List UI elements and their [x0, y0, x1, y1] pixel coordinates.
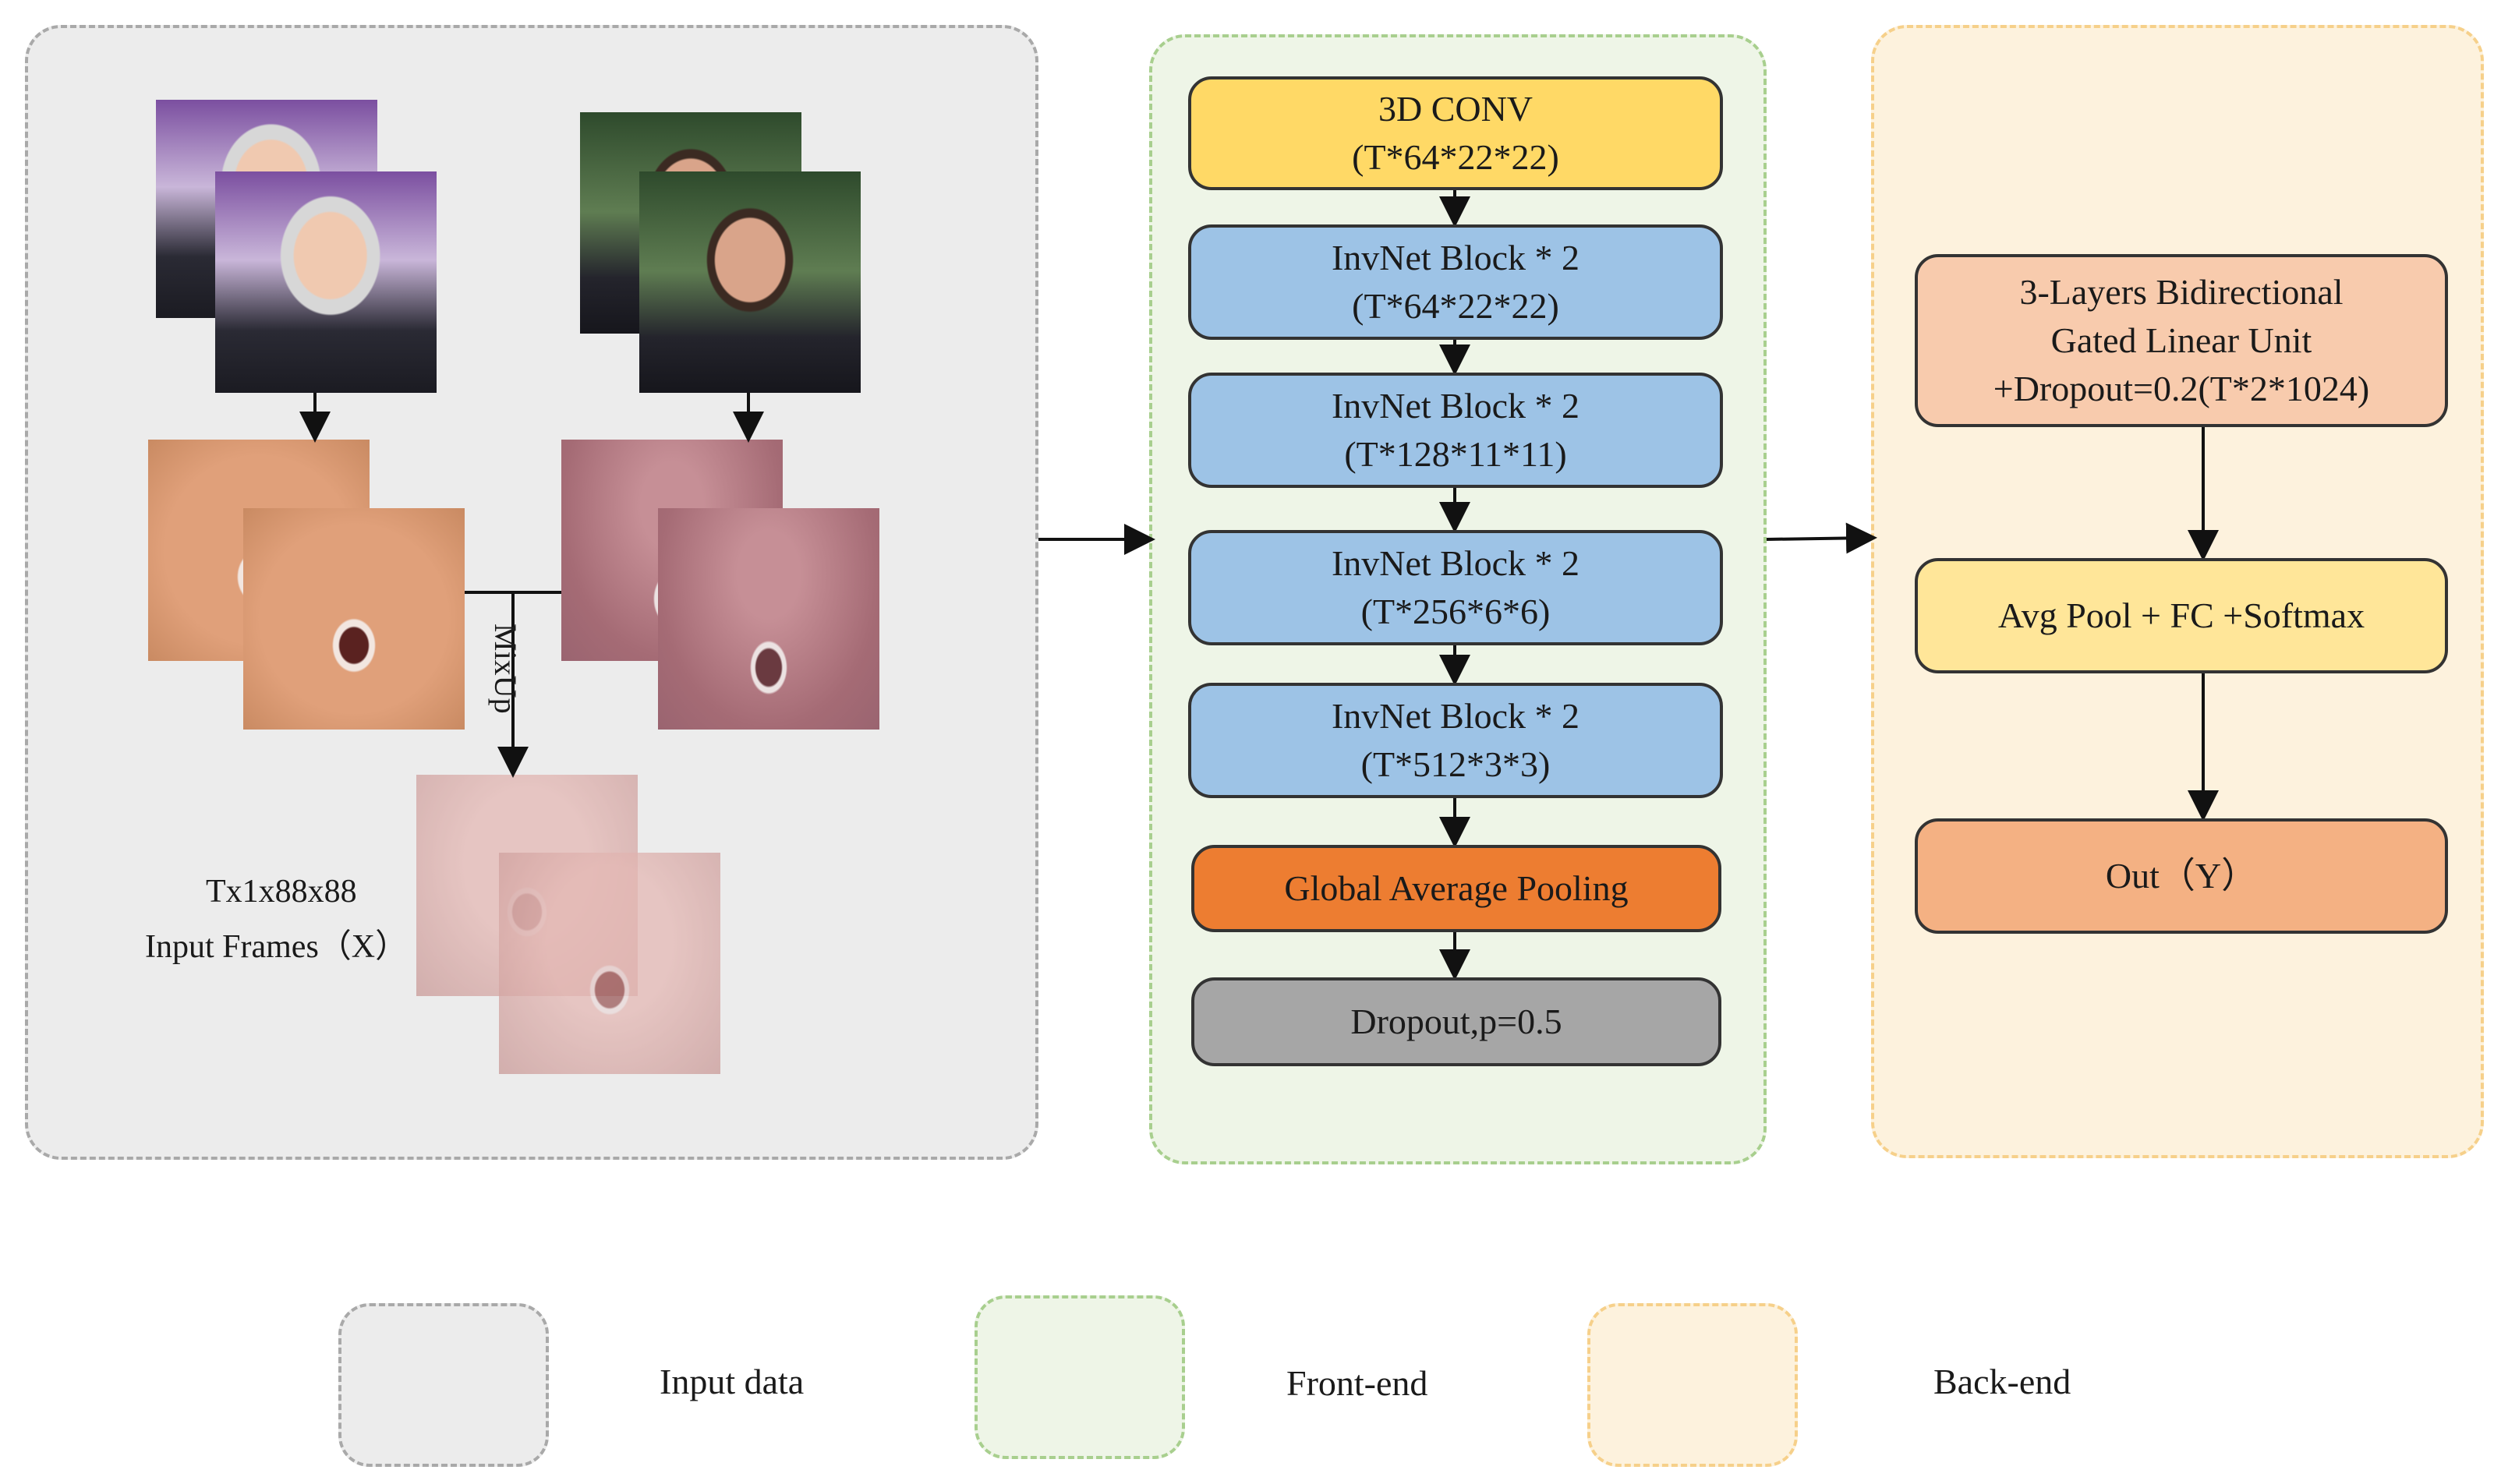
- input-frames-label: Input Frames（X）: [145, 929, 409, 965]
- speaker-b-frame-front: [639, 171, 861, 393]
- legend-label-back-end: Back-end: [1933, 1362, 2071, 1401]
- conv3d-title: 3D CONV: [1378, 89, 1533, 129]
- legend-label-front-end: Front-end: [1286, 1363, 1428, 1403]
- mouth-crop-a-front: [243, 508, 465, 730]
- legend-swatch-back-end: [1587, 1303, 1798, 1467]
- invnet-block-3-shape: (T*256*6*6): [1360, 592, 1551, 631]
- speaker-a-frame-front: [215, 171, 437, 393]
- bigru-glu-line1: 3-Layers Bidirectional: [2019, 272, 2344, 312]
- invnet-block-3-title: InvNet Block * 2: [1331, 543, 1580, 583]
- dropout-label: Dropout,p=0.5: [1350, 1002, 1562, 1041]
- invnet-block-2-shape: (T*128*11*11): [1344, 434, 1567, 474]
- legend-swatch-input: [338, 1303, 549, 1467]
- bigru-glu-line2: Gated Linear Unit: [2050, 320, 2312, 360]
- output-label: Out（Y）: [2105, 856, 2258, 896]
- mixup-crop-front: [499, 853, 720, 1074]
- avg-pool-fc-softmax-label: Avg Pool + FC +Softmax: [1997, 595, 2365, 635]
- global-average-pooling-label: Global Average Pooling: [1284, 868, 1629, 908]
- avg-pool-fc-softmax-node: Avg Pool + FC +Softmax: [1915, 558, 2448, 673]
- invnet-block-4-node: InvNet Block * 2 (T*512*3*3): [1188, 683, 1723, 798]
- dropout-node: Dropout,p=0.5: [1191, 977, 1721, 1066]
- invnet-block-1-node: InvNet Block * 2 (T*64*22*22): [1188, 224, 1723, 340]
- mixup-label: MixUp: [488, 624, 523, 714]
- mouth-crop-b-front: [658, 508, 879, 730]
- invnet-block-4-shape: (T*512*3*3): [1360, 744, 1551, 784]
- invnet-block-2-title: InvNet Block * 2: [1331, 386, 1580, 426]
- bigru-glu-line3: +Dropout=0.2(T*2*1024): [1993, 369, 2370, 408]
- input-frames-size-label: Tx1x88x88: [206, 874, 357, 910]
- legend-label-input: Input data: [660, 1362, 805, 1401]
- conv3d-node: 3D CONV (T*64*22*22): [1188, 76, 1723, 190]
- invnet-block-1-title: InvNet Block * 2: [1331, 238, 1580, 277]
- legend-swatch-front-end: [975, 1295, 1185, 1459]
- output-node: Out（Y）: [1915, 818, 2448, 934]
- arrow-front-end-to-back-end: [1766, 522, 1877, 554]
- invnet-block-2-node: InvNet Block * 2 (T*128*11*11): [1188, 373, 1723, 488]
- global-average-pooling-node: Global Average Pooling: [1191, 845, 1721, 932]
- invnet-block-4-title: InvNet Block * 2: [1331, 696, 1580, 736]
- invnet-block-3-node: InvNet Block * 2 (T*256*6*6): [1188, 530, 1723, 645]
- bigru-glu-node: 3-Layers Bidirectional Gated Linear Unit…: [1915, 254, 2448, 427]
- invnet-block-1-shape: (T*64*22*22): [1352, 286, 1559, 326]
- conv3d-shape: (T*64*22*22): [1352, 137, 1559, 177]
